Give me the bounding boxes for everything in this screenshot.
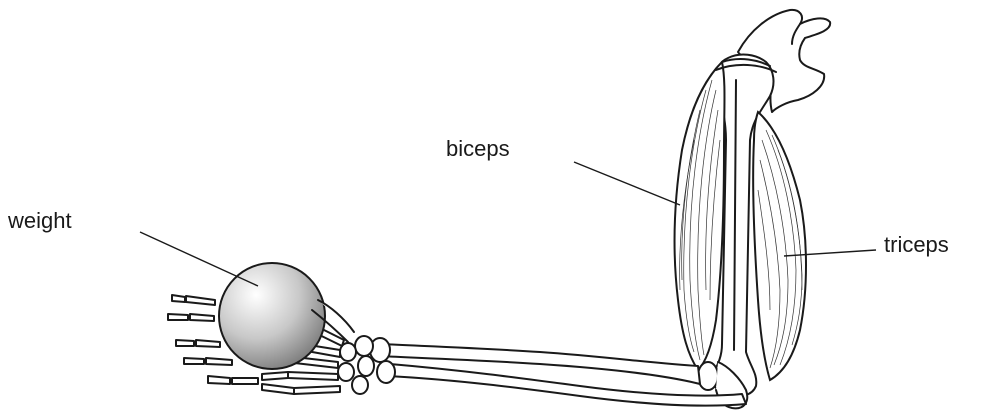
biceps-label: biceps — [446, 136, 510, 161]
weight-leader-line — [140, 232, 258, 286]
biceps-leader-line — [574, 162, 680, 205]
triceps-label: triceps — [884, 232, 949, 257]
wrist-bones — [338, 336, 395, 394]
weight-ball — [219, 263, 325, 369]
triceps-muscle — [753, 112, 806, 380]
weight-label: weight — [7, 208, 72, 233]
